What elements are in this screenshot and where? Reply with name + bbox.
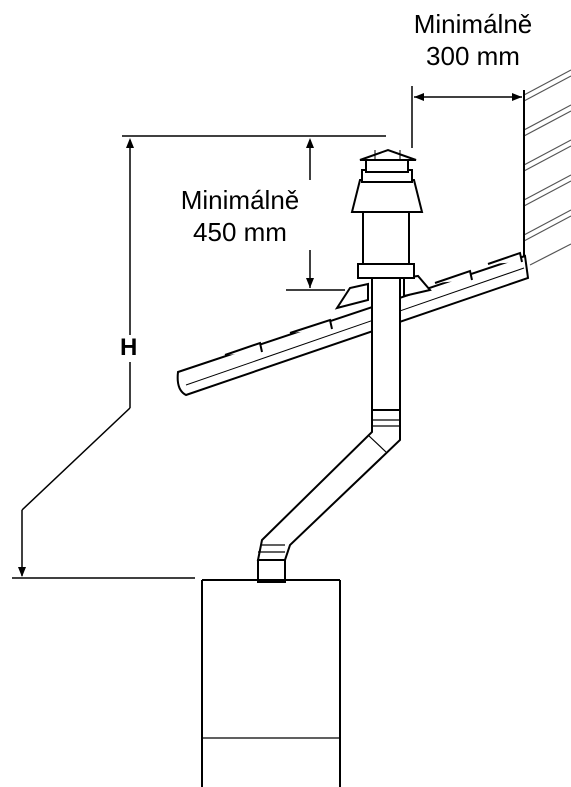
dimension-300	[411, 86, 522, 148]
dimension-450	[286, 135, 386, 291]
flue-terminal	[350, 148, 424, 279]
min-300-value: 300 mm	[426, 41, 520, 71]
height-label: H	[120, 334, 138, 361]
flue-pipe	[256, 277, 401, 583]
roof	[176, 251, 530, 397]
dimension-h	[12, 135, 300, 579]
min-450-value: 450 mm	[193, 217, 287, 247]
min-450-word: Minimálně	[180, 185, 300, 215]
boiler	[201, 579, 341, 787]
min-450-label: Minimálně 450 mm	[160, 184, 320, 248]
min-300-word: Minimálně	[413, 9, 533, 39]
wall-hatch	[523, 69, 571, 266]
min-300-label: Minimálně 300 mm	[388, 8, 558, 72]
